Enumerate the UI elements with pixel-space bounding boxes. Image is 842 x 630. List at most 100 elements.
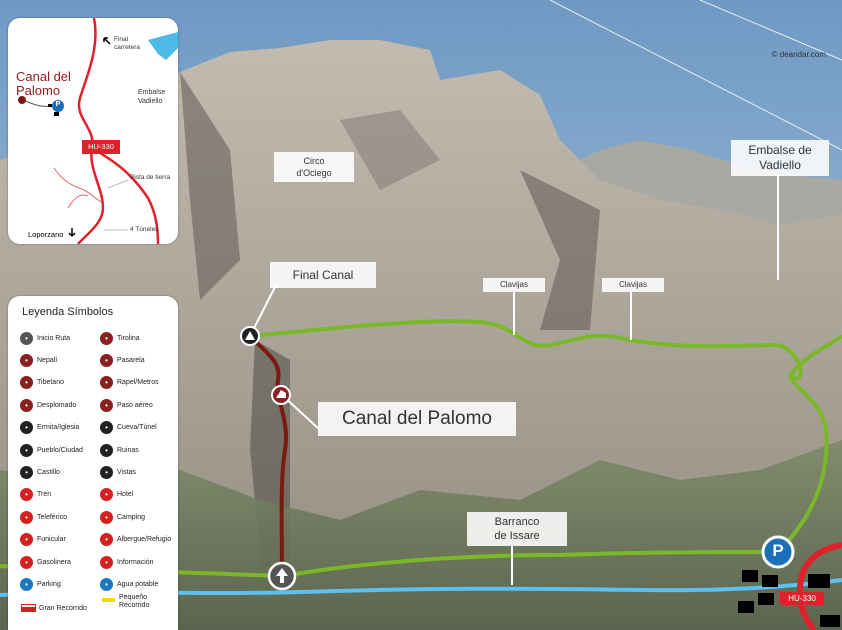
copyright-text: © deandar.com xyxy=(771,50,826,59)
shelter-icon: • xyxy=(100,533,113,547)
inset-map-drawing xyxy=(18,18,178,244)
walkway-icon: • xyxy=(100,353,113,367)
legend-label: Tirolina xyxy=(117,334,140,342)
legend-label: Tibetano xyxy=(37,379,64,387)
inset-arrow-loporzano xyxy=(68,228,76,238)
legend-item: •Tren xyxy=(20,487,51,503)
legend-label: Ermita/Iglesia xyxy=(37,424,80,432)
legend-item: • Parking xyxy=(20,576,61,592)
legend-item: • Pasarela xyxy=(100,352,145,368)
legend-item: •Castillo xyxy=(20,464,60,480)
inset-road xyxy=(77,18,105,244)
legend-item: • Albergue/Refugio xyxy=(100,532,171,548)
inset-leader xyxy=(107,179,129,189)
legend-label: Información xyxy=(117,558,154,566)
legend-label: Vistas xyxy=(117,468,136,476)
inset-final-line1: Final xyxy=(114,36,129,43)
viewpoint-icon: • xyxy=(100,465,113,479)
callout-embalse-line1: Embalse de xyxy=(748,143,812,157)
legend-label: Hotel xyxy=(117,491,134,499)
rock-shadow xyxy=(340,110,440,190)
viewpoint-glyph xyxy=(245,331,255,340)
zipline-icon: • xyxy=(100,331,113,345)
legend-label-gran-recorrido: Gran Recorrido xyxy=(39,604,87,612)
cable-car-icon: • xyxy=(20,510,33,524)
legend-item: • Información xyxy=(100,554,154,570)
callout-clavijas-2: Clavijas xyxy=(602,278,664,292)
legend-item: •Paso aéreo xyxy=(100,397,153,413)
inset-embalse: Embalse Vadiello xyxy=(138,88,165,106)
inset-parking-icon xyxy=(52,100,64,112)
inset-dirt-track xyxy=(53,167,103,203)
inset-car-marker xyxy=(48,104,52,107)
castle-icon: • xyxy=(20,465,33,479)
pr-line-swatch xyxy=(102,598,115,602)
inset-road-sign: HU-330 xyxy=(82,140,120,154)
legend-label: Albergue/Refugio xyxy=(117,536,172,544)
inset-road-branch xyxy=(91,146,160,244)
legend-label: Ruinas xyxy=(117,446,139,454)
cable-line xyxy=(549,0,842,151)
legend-item: •Tibetano xyxy=(20,375,64,391)
canal-route xyxy=(248,334,288,577)
ruins-icon: • xyxy=(100,443,113,457)
fuel-icon: • xyxy=(20,555,33,569)
inset-car-marker xyxy=(54,112,59,116)
legend-title: Leyenda Símbolos xyxy=(22,306,114,318)
legend-item: • Gasolinera xyxy=(20,554,71,570)
legend-label: Agua potable xyxy=(117,580,159,588)
water-icon: • xyxy=(100,577,113,591)
parking-marker-icon[interactable] xyxy=(761,535,795,569)
parking-icon: • xyxy=(20,577,33,591)
legend-label: Parking xyxy=(37,580,61,588)
legend-item: • Teleférico xyxy=(20,509,67,525)
inset-reservoir xyxy=(148,32,178,60)
inset-embalse-line1: Embalse xyxy=(138,89,166,96)
callout-barranco-line2: de Issare xyxy=(494,530,540,542)
gr-line-swatch xyxy=(22,605,35,611)
legend-label: Teleférico xyxy=(37,513,67,521)
inset-start-dot xyxy=(18,96,26,104)
nepali-icon: • xyxy=(20,353,33,367)
inset-pista: Pista de tierra xyxy=(130,174,171,181)
road-hu330 xyxy=(796,542,842,630)
train-icon: • xyxy=(20,488,33,502)
callout-final-canal: Final Canal xyxy=(270,262,376,288)
inset-loporzano: Loporzano xyxy=(28,230,64,239)
road-sign-hu330: HU-330 xyxy=(780,592,824,605)
legend-item: • Nepalí xyxy=(20,352,57,368)
legend-item: • Ruinas xyxy=(100,442,139,458)
legend-item: •Funicular xyxy=(20,532,66,548)
cave-icon: • xyxy=(100,421,113,435)
inset-map: Canal del Palomo Final carretera Embalse… xyxy=(8,18,178,244)
legend-item: • Hotel xyxy=(100,487,133,503)
legend-item-gran-recorrido: Gran Recorrido xyxy=(22,600,87,616)
car-marker xyxy=(762,575,778,587)
legend-label: Pasarela xyxy=(117,356,145,364)
legend-item: • Agua potable xyxy=(100,576,158,592)
legend-item: • Tirolina xyxy=(100,330,140,346)
inset-route xyxy=(21,99,53,107)
info-icon: • xyxy=(100,555,113,569)
green-trail xyxy=(249,319,803,380)
church-icon: • xyxy=(20,421,33,435)
legend-item: • Vistas xyxy=(100,464,136,480)
legend-label: Gasolinera xyxy=(37,558,71,566)
hotel-icon: • xyxy=(100,488,113,502)
legend-label-pequeno-line1: Pequeño xyxy=(119,594,148,601)
callout-circo-line1: Circo xyxy=(303,156,325,166)
car-marker xyxy=(738,601,754,613)
legend-label: Nepalí xyxy=(37,356,58,364)
callout-circo-line2: d'Ociego xyxy=(296,168,332,178)
inset-final-line2: carretera xyxy=(114,44,141,51)
legend-item-pequeno-recorrido: Pequeño Recorrido xyxy=(102,594,149,616)
legend-label: Camping xyxy=(117,513,146,521)
legend-label: Inicio Ruta xyxy=(37,334,71,342)
car-marker xyxy=(808,574,830,588)
callout-circo-ociego: Circo d'Ociego xyxy=(274,152,354,182)
legend-label-pequeno-recorrido: Pequeño Recorrido xyxy=(119,594,149,610)
legend-item: •Inicio Ruta xyxy=(20,330,70,346)
inset-tuneles: 4 Túneles xyxy=(130,226,159,233)
car-marker xyxy=(742,570,758,582)
